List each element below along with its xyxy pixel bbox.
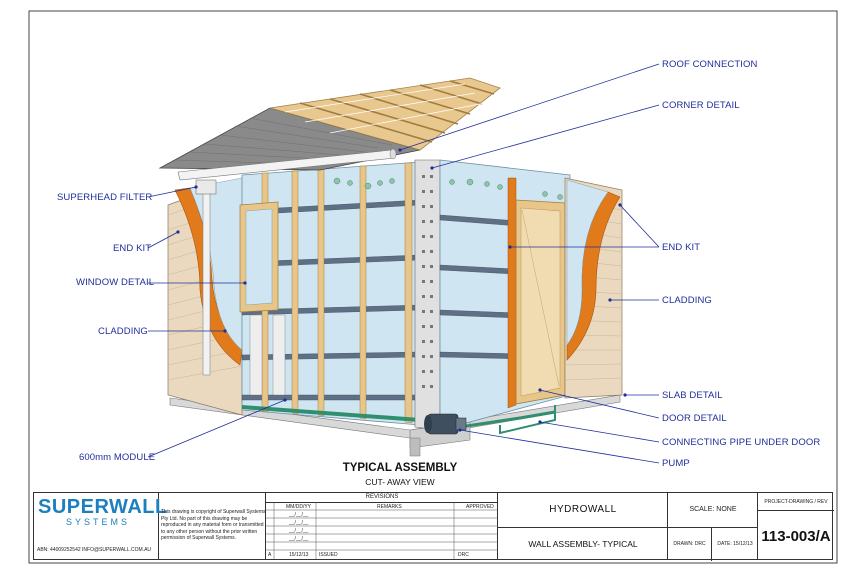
rev-row-id: A — [268, 552, 272, 558]
door — [515, 199, 566, 405]
label-cladding-right: CLADDING — [662, 295, 712, 306]
project-cell — [498, 493, 668, 559]
downpipe — [195, 179, 217, 376]
rev-row-date: 15/12/13 — [289, 552, 309, 558]
caption-title: TYPICAL ASSEMBLY — [342, 462, 458, 474]
label-corner-detail: CORNER DETAIL — [662, 100, 740, 111]
label-slab-detail: SLAB DETAIL — [662, 390, 723, 401]
scale-cell — [668, 493, 758, 559]
label-600mm-module: 600mm MODULE — [79, 452, 156, 463]
title-block: SUPERWALL SYSTEMS ABN: 44009252542 INFO@… — [33, 492, 834, 561]
rev-blank-date-2: __/__/__ — [289, 520, 309, 526]
label-superhead-filter: SUPERHEAD FILTER — [57, 192, 153, 203]
rev-row-approved: DRC — [458, 552, 469, 558]
window-frame — [239, 201, 279, 313]
label-end-kit-left: END KIT — [113, 243, 152, 254]
logo-subtitle: SYSTEMS — [65, 517, 130, 527]
label-roof-connection: ROOF CONNECTION — [662, 59, 758, 70]
logo-cell — [34, 493, 159, 559]
label-door-detail: DOOR DETAIL — [662, 413, 727, 424]
sheet-border — [28, 10, 838, 564]
rev-header-approved: APPROVED — [466, 504, 494, 510]
label-end-kit-right: END KIT — [662, 242, 701, 253]
logo-wordmark: SUPERWALL — [38, 496, 168, 518]
label-cladding-left: CLADDING — [98, 326, 148, 337]
sheet-name: WALL ASSEMBLY- TYPICAL — [528, 539, 638, 549]
copyright-notice: This drawing is copyright of Superwall S… — [161, 509, 266, 542]
pump — [424, 413, 467, 435]
leader-dots — [176, 148, 627, 432]
rev-header-remarks: REMARKS — [377, 504, 402, 510]
label-pump: PUMP — [662, 458, 690, 469]
drawn-by: DRAWN: DRC — [668, 527, 712, 561]
corner-column — [414, 159, 441, 431]
rev-blank-date-4: __/__/__ — [289, 536, 309, 542]
drawing-number: 113-003/A — [761, 528, 831, 545]
project-drawing-rev-label: PROJECT-DRAWING / REV — [758, 493, 834, 511]
right-cladding-wall — [564, 177, 623, 399]
superwall-logo: SUPERWALL SYSTEMS — [38, 496, 168, 527]
project-name: HYDROWALL — [498, 493, 668, 528]
rev-row-remarks: ISSUED — [319, 552, 338, 558]
rev-header-date: MM/DD/YY — [286, 504, 311, 510]
revisions-grid — [266, 502, 498, 559]
rev-blank-date-1: __/__/__ — [289, 512, 309, 518]
scale-value: SCALE: NONE — [668, 493, 758, 528]
abn-contact: ABN: 44009252542 INFO@SUPERWALL.COM.AU — [37, 547, 152, 553]
caption-subtitle: CUT- AWAY VIEW — [365, 477, 435, 487]
rev-blank-date-3: __/__/__ — [289, 528, 309, 534]
front-wall — [239, 161, 421, 426]
copyright-cell — [159, 493, 266, 559]
label-connecting-pipe: CONNECTING PIPE UNDER DOOR — [662, 437, 821, 448]
revisions-title: REVISIONS — [266, 493, 498, 503]
drawing-date: DATE: 15/12/13 — [717, 541, 753, 547]
roof — [158, 77, 501, 181]
leader-lines — [147, 63, 660, 464]
label-window-detail: WINDOW DETAIL — [76, 277, 155, 288]
side-wall — [439, 159, 571, 435]
